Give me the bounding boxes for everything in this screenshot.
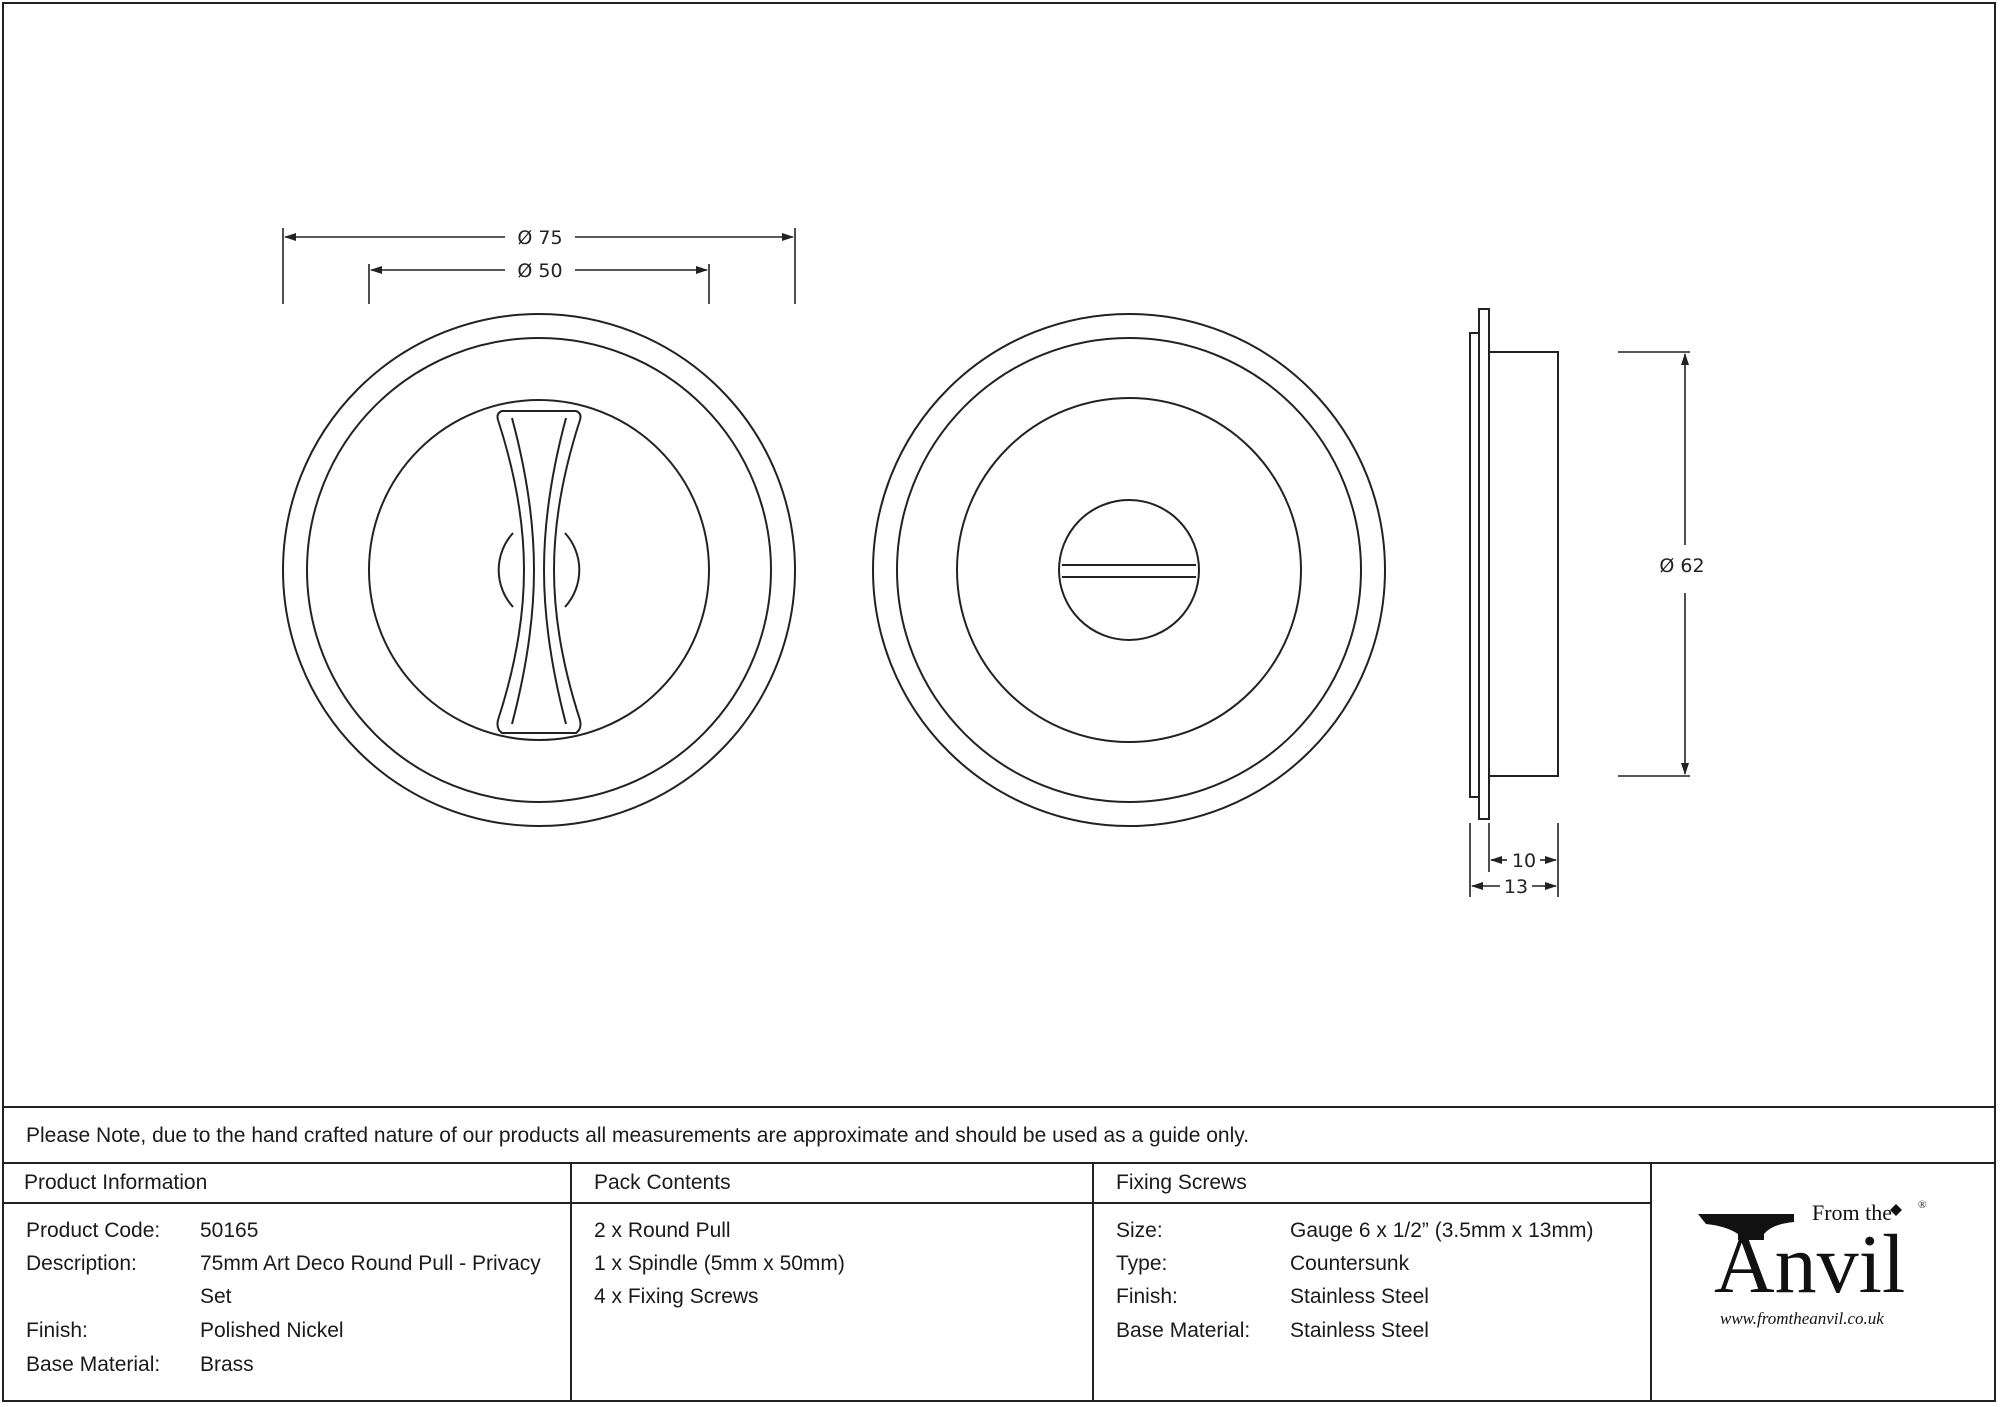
screw-size-label: Size: — [1116, 1219, 1163, 1242]
measurement-note: Please Note, due to the hand crafted nat… — [2, 1106, 1996, 1164]
handle-contour-right — [542, 417, 567, 725]
product-info-heading: Product Information — [2, 1164, 570, 1204]
column-divider — [1650, 1164, 1652, 1402]
technical-drawing: Ø 75 Ø 50 Ø 62 10 13 — [282, 227, 1705, 898]
outer-rose-ring — [872, 313, 1386, 827]
spindle-boss-left — [497, 532, 514, 608]
logo-url: www.fromtheanvil.co.uk — [1720, 1309, 1884, 1328]
logo-anvil: Anvil — [1714, 1218, 1905, 1311]
column-divider — [1092, 1164, 1094, 1402]
back-view-release — [872, 313, 1386, 827]
dimension-lines — [282, 228, 1690, 897]
dim-side-height: Ø 62 — [1659, 555, 1704, 577]
pack-item: 2 x Round Pull — [594, 1219, 731, 1242]
diamond-icon — [1890, 1204, 1902, 1216]
cup-body — [1488, 351, 1559, 777]
dim-depth-outer: 13 — [1504, 876, 1528, 898]
screw-base-material-value: Stainless Steel — [1290, 1319, 1429, 1342]
description-value: 75mm Art Deco Round Pull - Privacy — [200, 1252, 541, 1275]
description-continued-value: Set — [200, 1285, 232, 1308]
finish-label: Finish: — [26, 1319, 88, 1342]
from-the-anvil-logo: From the ® Anvil www.fromtheanvil.co.uk — [1654, 1164, 1996, 1402]
screw-finish-label: Finish: — [1116, 1285, 1178, 1308]
handle-contour-left — [511, 417, 536, 725]
recess-ring — [956, 397, 1302, 743]
outer-rose-ring — [282, 313, 796, 827]
pack-contents-section: Pack Contents 2 x Round Pull 1 x Spindle… — [572, 1164, 1092, 1402]
emergency-release-disc — [1058, 499, 1200, 641]
inner-rose-ring — [896, 337, 1362, 803]
spindle-boss-right — [564, 532, 581, 608]
description-label: Description: — [26, 1252, 137, 1275]
screw-base-material-label: Base Material: — [1116, 1319, 1251, 1342]
screw-type-label: Type: — [1116, 1252, 1168, 1275]
product-info-section: Product Information Product Code: 50165 … — [2, 1164, 570, 1402]
product-code-value: 50165 — [200, 1219, 259, 1242]
logo-from-the: From the — [1812, 1200, 1892, 1225]
flange-plate — [1478, 308, 1490, 820]
pack-item: 1 x Spindle (5mm x 50mm) — [594, 1252, 845, 1275]
logo-registered: ® — [1918, 1199, 1926, 1211]
dim-outer-diameter: Ø 75 — [517, 227, 562, 249]
dim-inner-diameter: Ø 50 — [517, 260, 562, 282]
turn-handle — [496, 410, 582, 734]
screw-size-value: Gauge 6 x 1/2” (3.5mm x 13mm) — [1290, 1219, 1594, 1242]
recess-ring — [368, 399, 710, 741]
finish-value: Polished Nickel — [200, 1319, 344, 1342]
pack-item: 4 x Fixing Screws — [594, 1285, 759, 1308]
flange-back — [1469, 332, 1480, 798]
inner-rose-ring — [306, 337, 772, 803]
base-material-value: Brass — [200, 1353, 254, 1376]
screw-finish-value: Stainless Steel — [1290, 1285, 1429, 1308]
fixing-screws-section: Fixing Screws Size: Gauge 6 x 1/2” (3.5m… — [1094, 1164, 1652, 1402]
base-material-label: Base Material: — [26, 1353, 161, 1376]
dim-depth-inner: 10 — [1512, 850, 1536, 872]
side-profile — [1469, 308, 1559, 820]
product-code-label: Product Code: — [26, 1219, 161, 1242]
front-view-pull — [282, 313, 796, 827]
logo-graphic: From the ® Anvil www.fromtheanvil.co.uk — [1698, 1199, 1926, 1328]
column-divider — [570, 1164, 572, 1402]
pack-contents-heading: Pack Contents — [572, 1164, 1092, 1204]
fixing-screws-heading: Fixing Screws — [1094, 1164, 1652, 1204]
info-panel: Please Note, due to the hand crafted nat… — [2, 1106, 1996, 1402]
screw-type-value: Countersunk — [1290, 1252, 1410, 1275]
anvil-icon — [1698, 1214, 1794, 1240]
